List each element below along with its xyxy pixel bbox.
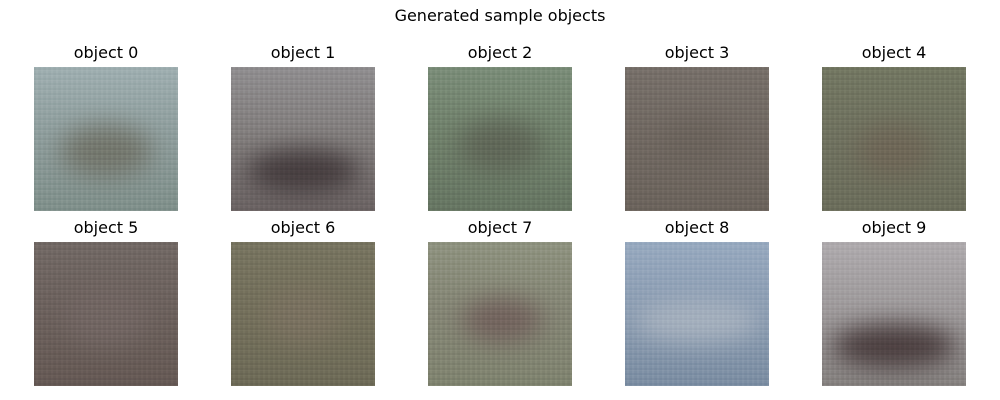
sample-image (34, 242, 178, 386)
sample-image (34, 67, 178, 211)
sample-image (231, 67, 375, 211)
sample-image-noise (34, 67, 178, 211)
panel-title: object 6 (270, 218, 336, 237)
sample-image-noise (231, 242, 375, 386)
panel-title: object 3 (664, 43, 730, 62)
panel-title: object 2 (467, 43, 533, 62)
sample-panel-8: object 8 (625, 218, 769, 386)
sample-image (625, 242, 769, 386)
sample-image-noise (625, 242, 769, 386)
sample-image (822, 67, 966, 211)
sample-panel-5: object 5 (34, 218, 178, 386)
sample-image-blob (635, 300, 759, 342)
sample-image-blob (247, 149, 359, 193)
sample-image-blob (60, 125, 152, 177)
sample-image-noise (428, 67, 572, 211)
sample-panel-9: object 9 (822, 218, 966, 386)
sample-image-blob (661, 117, 733, 165)
sample-image (428, 242, 572, 386)
sample-image-blob (856, 123, 932, 179)
sample-image (428, 67, 572, 211)
panel-title: object 5 (73, 218, 139, 237)
sample-panel-4: object 4 (822, 43, 966, 211)
sample-image-noise (34, 242, 178, 386)
sample-image-noise (822, 242, 966, 386)
sample-image-blob (265, 288, 341, 344)
sample-image (231, 242, 375, 386)
sample-panel-1: object 1 (231, 43, 375, 211)
sample-panel-3: object 3 (625, 43, 769, 211)
sample-image (822, 242, 966, 386)
sample-panel-7: object 7 (428, 218, 572, 386)
sample-image-blob (458, 119, 542, 171)
sample-image-blob (462, 298, 542, 342)
sample-image-noise (822, 67, 966, 211)
panel-title: object 0 (73, 43, 139, 62)
panel-title: object 7 (467, 218, 533, 237)
sample-image-noise (428, 242, 572, 386)
panel-title: object 4 (861, 43, 927, 62)
sample-image-noise (625, 67, 769, 211)
sample-image-noise (231, 67, 375, 211)
panel-title: object 9 (861, 218, 927, 237)
sample-image-blob (64, 288, 148, 348)
sample-panel-6: object 6 (231, 218, 375, 386)
sample-image (625, 67, 769, 211)
figure-title: Generated sample objects (394, 6, 606, 25)
sample-panel-2: object 2 (428, 43, 572, 211)
panel-title: object 8 (664, 218, 730, 237)
sample-panel-0: object 0 (34, 43, 178, 211)
sample-image-blob (832, 324, 956, 368)
panel-title: object 1 (270, 43, 336, 62)
